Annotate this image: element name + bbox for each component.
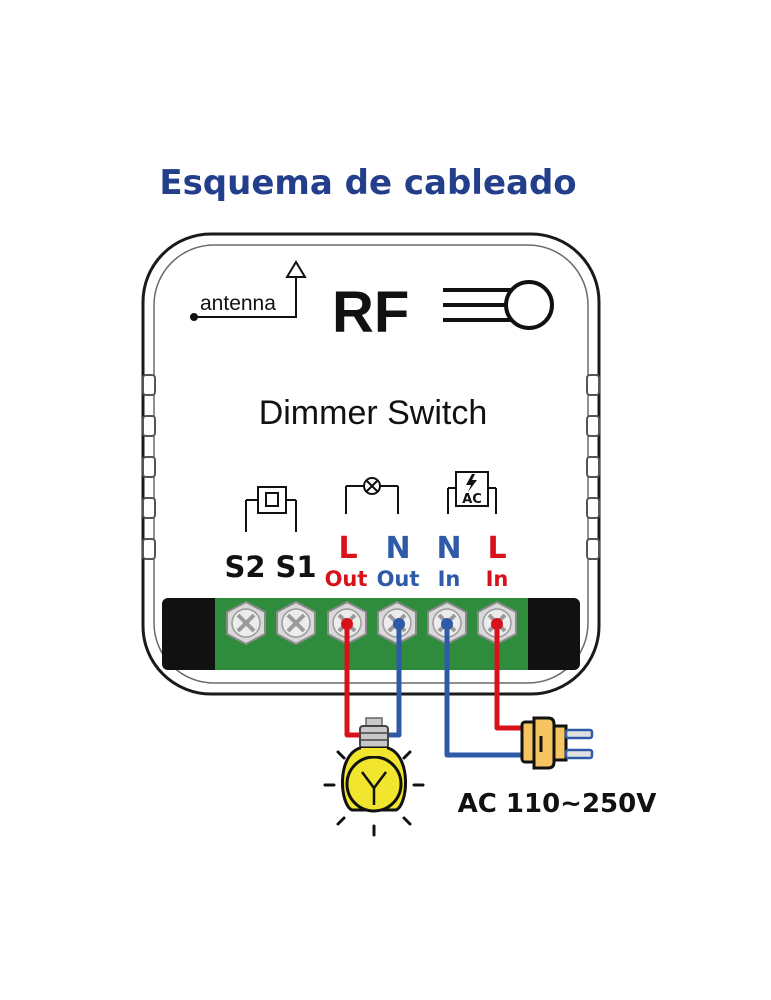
terminal-sublabel-n-in: In [438, 567, 461, 591]
terminal-sublabel-l-out: Out [325, 567, 368, 591]
wire-l-in [494, 624, 522, 731]
power-supply-label: AC 110~250V [458, 789, 657, 819]
ac-source-icon [447, 471, 497, 514]
lamp-icon [323, 717, 425, 837]
antenna-icon [190, 260, 307, 321]
wire-n-in [444, 624, 522, 758]
terminal-label-l-out: L [338, 531, 357, 566]
ac-symbol-label: AC [462, 492, 482, 507]
wires [344, 624, 522, 758]
terminal-label-l-in: L [487, 531, 506, 566]
screw-s1 [276, 600, 316, 646]
wire-l-out [344, 624, 364, 738]
push-button-icon [245, 486, 297, 532]
screw-s2 [226, 600, 266, 646]
loop-antenna-icon [443, 280, 554, 330]
terminal-label-s2: S2 [224, 550, 265, 584]
terminal-sublabel-l-in: In [486, 567, 509, 591]
rf-label: RF [332, 280, 409, 345]
lamp-symbol-icon [345, 477, 399, 514]
diagram-title: Esquema de cableado [159, 163, 576, 203]
terminal-block [162, 598, 580, 670]
terminal-label-n-in: N [436, 531, 461, 566]
antenna-label: antenna [200, 292, 276, 315]
screw-l-out [327, 600, 367, 646]
terminal-label-s1: S1 [275, 550, 316, 584]
terminal-sublabel-n-out: Out [377, 567, 420, 591]
module-side-clips [142, 374, 600, 560]
terminal-label-n-out: N [385, 531, 410, 566]
power-supply-icon [520, 716, 594, 770]
wire-connection-dots [341, 618, 503, 630]
device-name: Dimmer Switch [259, 394, 488, 432]
